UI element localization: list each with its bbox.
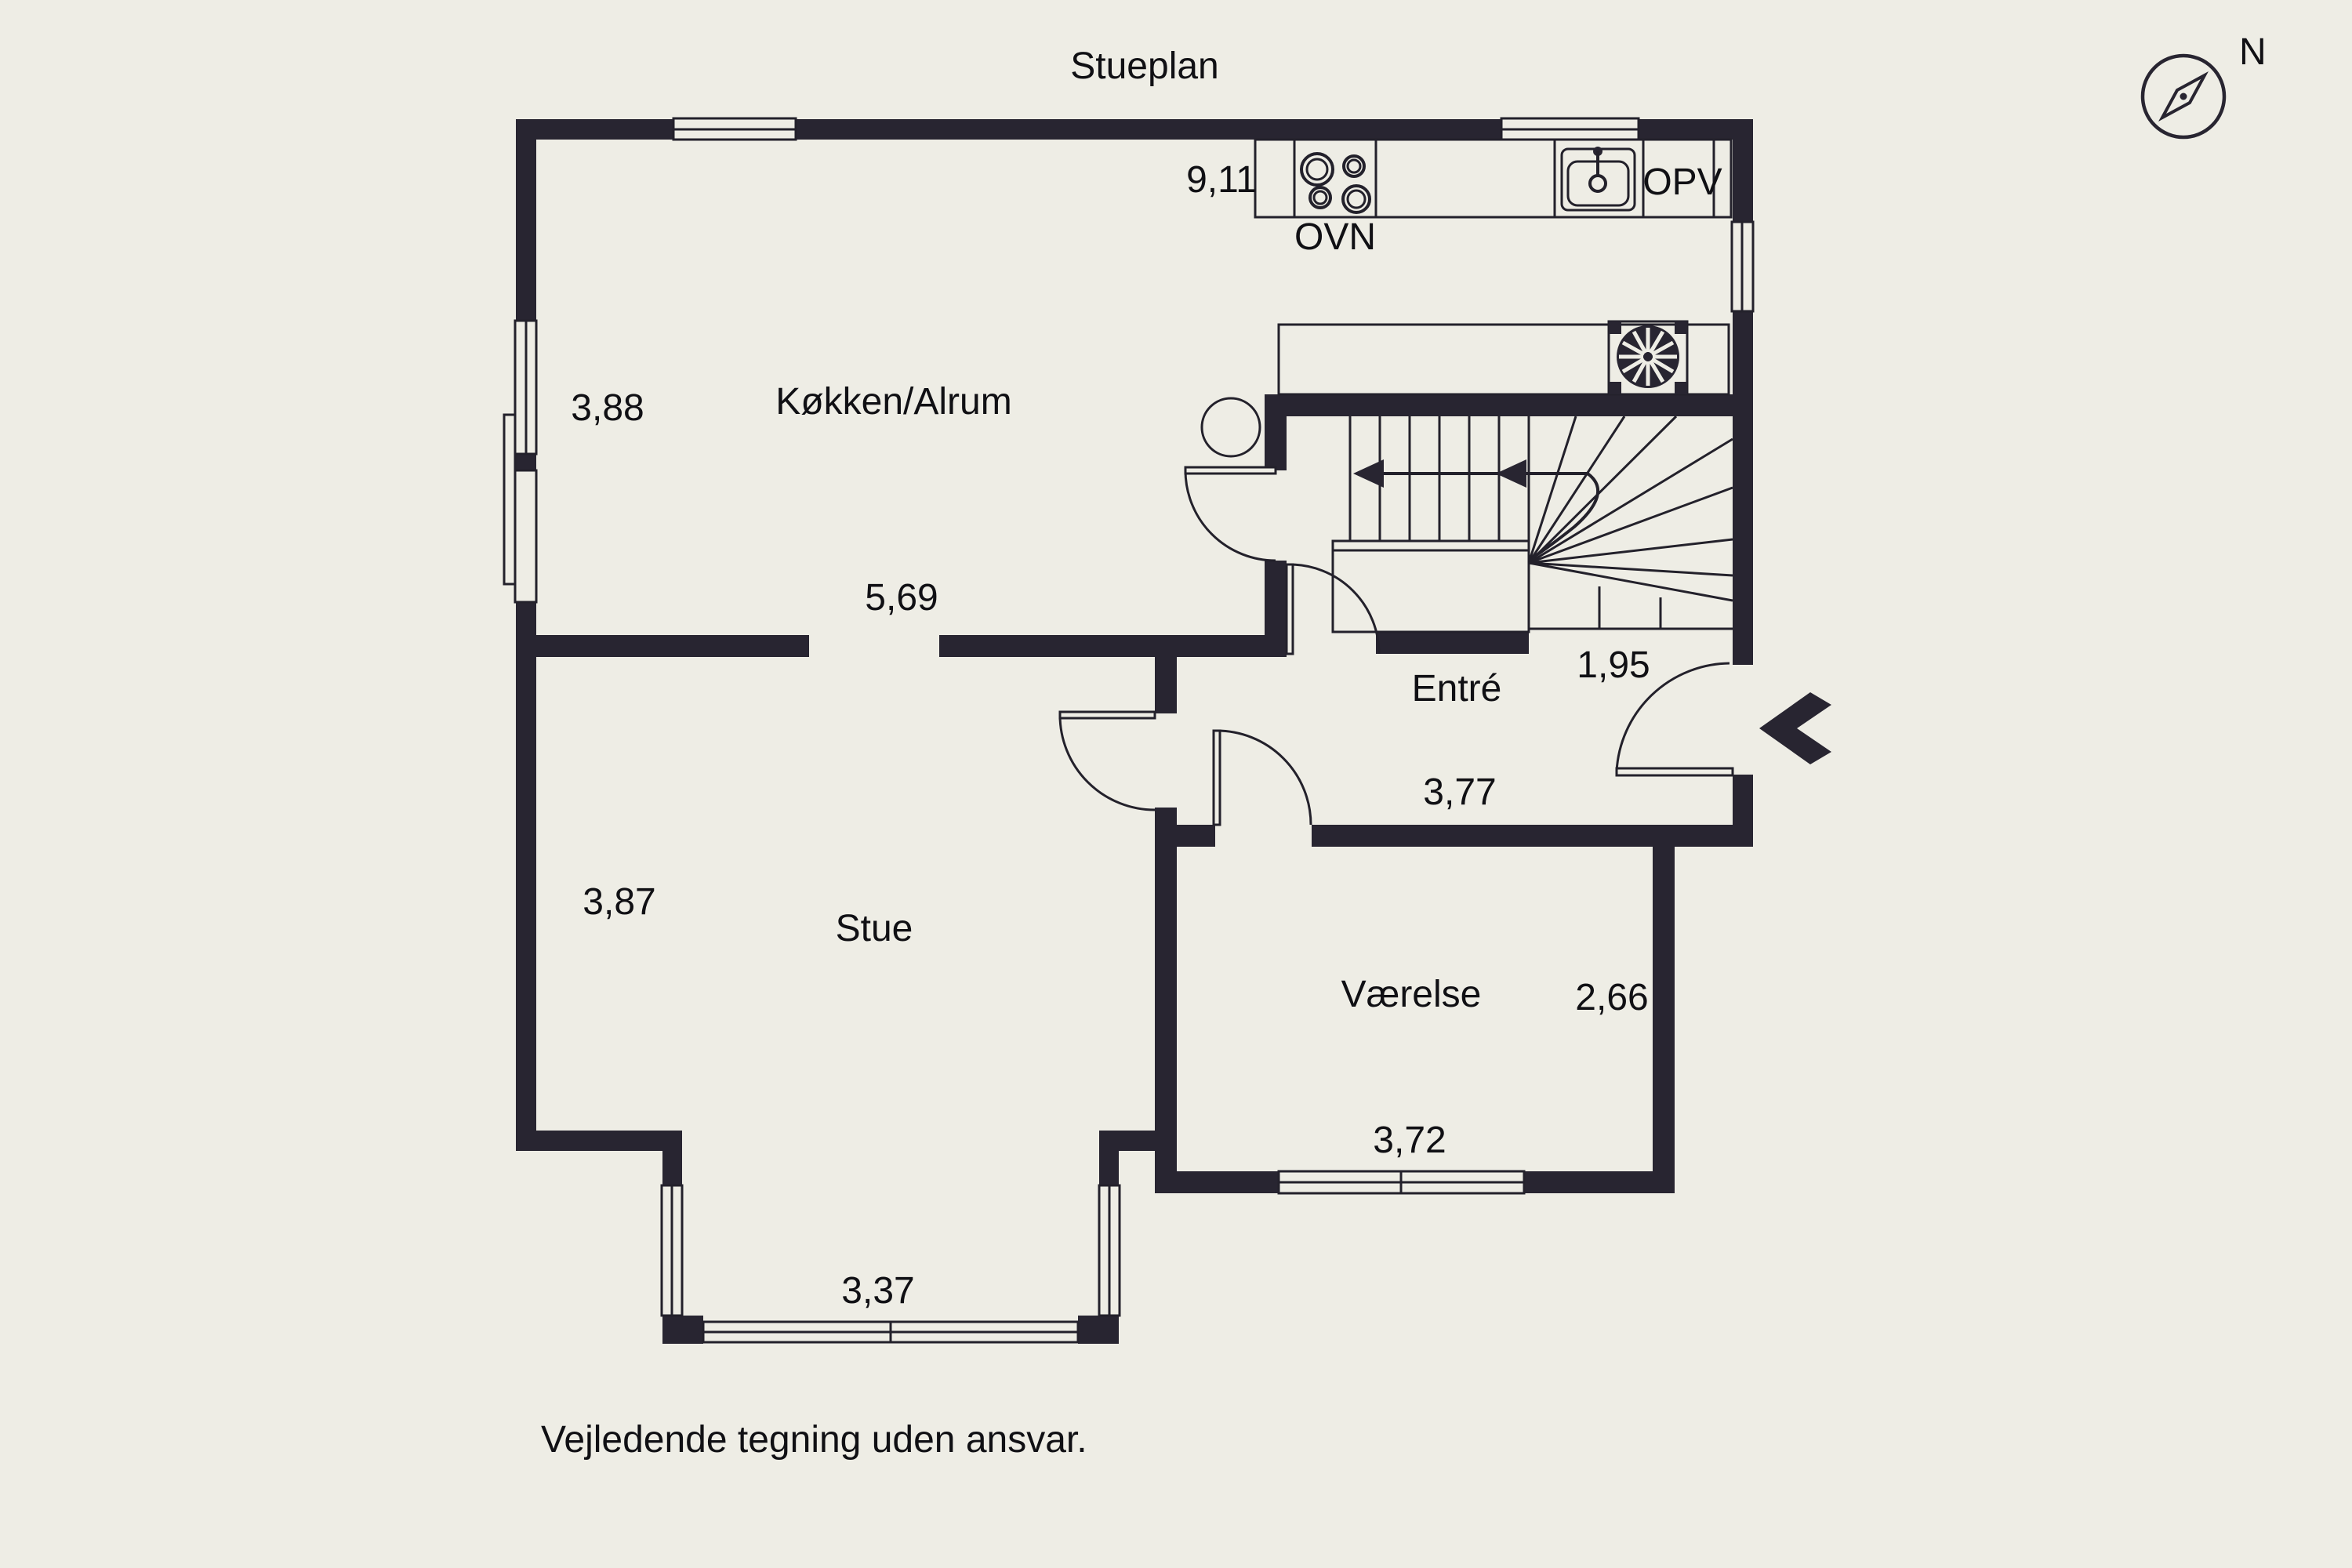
window-bay-left xyxy=(660,1184,684,1317)
door-arc-vaerelse xyxy=(1212,729,1312,826)
doors xyxy=(1058,466,1754,826)
fan-icon xyxy=(1607,320,1689,396)
window-top-kitchen xyxy=(672,117,797,141)
window-left-wall-upper xyxy=(514,319,538,456)
sink-icon xyxy=(1560,147,1636,212)
window-bay-bottom xyxy=(702,1320,1080,1344)
measurement-stue-depth: 3,87 xyxy=(583,881,655,923)
door-arc-entrance xyxy=(1615,662,1754,777)
window-room-bottom xyxy=(1277,1170,1526,1195)
room-label-entre: Entré xyxy=(1412,668,1502,710)
room-label-stue: Stue xyxy=(836,908,913,949)
walls xyxy=(516,119,1753,1344)
fixture-label-dishwasher: OPV xyxy=(1642,162,1722,203)
measurement-vaerelse-width: 3,72 xyxy=(1373,1120,1446,1161)
page-title: Stueplan xyxy=(1070,45,1219,87)
compass-north-label: N xyxy=(2239,31,2267,73)
window-top-sink xyxy=(1500,117,1640,141)
entrance-arrow-icon xyxy=(1759,692,1831,764)
stairs-icon xyxy=(1331,415,1733,633)
windows xyxy=(503,117,1755,1344)
window-bay-right xyxy=(1098,1184,1121,1317)
disclaimer-text: Vejledende tegning uden ansvar. xyxy=(541,1419,1087,1461)
window-right-wall xyxy=(1730,220,1755,313)
measurement-kitchen-width: 9,11 xyxy=(1186,159,1257,201)
fixture-label-oven: OVN xyxy=(1294,216,1376,258)
compass-icon: N xyxy=(2140,31,2267,140)
stair-direction-arrow xyxy=(1353,459,1600,560)
measurement-stair-width: 1,95 xyxy=(1577,644,1650,686)
measurement-entrance-width: 3,77 xyxy=(1423,771,1496,813)
kitchen-counter xyxy=(1254,138,1733,219)
room-label-kitchen: Køkken/Alrum xyxy=(775,381,1011,423)
window-left-wall-lower xyxy=(503,413,538,604)
stove-icon xyxy=(1300,152,1371,214)
measurement-kitchen-opening: 5,69 xyxy=(865,577,938,619)
door-arc-stue xyxy=(1058,710,1156,811)
round-table-icon xyxy=(1200,397,1261,458)
measurement-vaerelse-depth: 2,66 xyxy=(1575,977,1648,1018)
door-arc-kitchen-entre xyxy=(1285,563,1381,655)
measurement-kitchen-depth: 3,88 xyxy=(571,387,644,429)
room-label-vaerelse: Værelse xyxy=(1341,974,1482,1015)
measurement-bay-width: 3,37 xyxy=(841,1270,914,1312)
door-arc-kitchen-hall xyxy=(1184,466,1277,562)
